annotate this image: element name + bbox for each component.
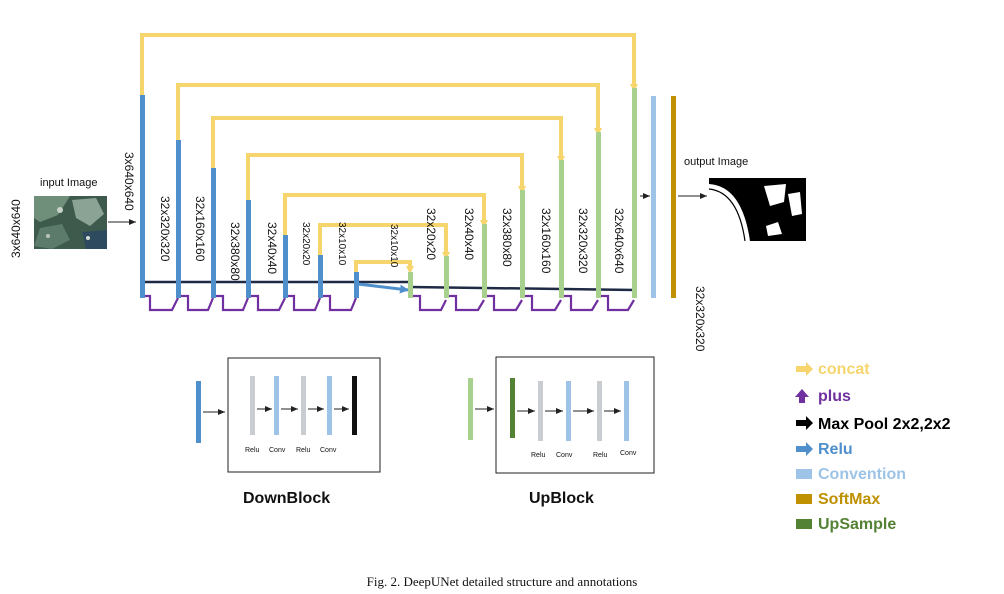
legend: concat plus Max Pool 2x2,2x2 Relu Conven… <box>795 361 951 533</box>
legend-item-plus: plus <box>795 388 851 405</box>
encoder-bar-3 <box>211 168 216 298</box>
upblock-diagram: Relu Conv Relu Conv <box>468 356 655 474</box>
svg-text:Conv: Conv <box>556 452 573 459</box>
upblock-box <box>495 356 655 474</box>
encoder-bar-7 <box>354 272 359 298</box>
concat-arrow-6 <box>318 223 450 260</box>
svg-text:SoftMax: SoftMax <box>818 491 880 508</box>
decoder-bar-2 <box>444 256 449 298</box>
downblock-title: DownBlock <box>243 490 330 507</box>
encoder-size-label-3: 32x160x160 <box>193 196 207 262</box>
svg-text:concat: concat <box>818 361 870 378</box>
concat-connections <box>140 33 638 274</box>
svg-text:Relu: Relu <box>296 447 311 454</box>
decoder-bar-1 <box>408 272 413 298</box>
plus-connections <box>143 294 635 312</box>
decoder-size-label-2: 32x20x20 <box>424 208 438 260</box>
decoder-size-label-7: 32x640x640 <box>612 208 626 274</box>
decoder-bar-6 <box>596 132 601 298</box>
concat-arrow-2 <box>176 83 602 140</box>
svg-text:Conv: Conv <box>620 450 637 457</box>
encoder-size-label-7: 32x10x10 <box>336 222 347 266</box>
softmax-bar <box>671 96 676 298</box>
encoder-bar-5 <box>283 235 288 298</box>
output-image <box>708 178 806 242</box>
downblock-box <box>227 357 381 473</box>
concat-arrow-3 <box>211 116 565 168</box>
legend-item-convention: Convention <box>796 466 906 483</box>
svg-text:UpSample: UpSample <box>818 516 896 533</box>
encoder-size-label-4: 32x380x80 <box>228 222 242 281</box>
decoder-bar-3 <box>482 224 487 298</box>
encoder-bar-2 <box>176 140 181 298</box>
figure-caption: Fig. 2. DeepUNet detailed structure and … <box>367 574 638 589</box>
decoder-size-label-3: 32x40x40 <box>462 208 476 260</box>
encoder-size-label-6: 32x20x20 <box>300 222 311 266</box>
upblock-title: UpBlock <box>529 490 594 507</box>
legend-item-maxpool: Max Pool 2x2,2x2 <box>796 416 951 433</box>
svg-text:Relu: Relu <box>531 452 546 459</box>
encoder-size-label-2: 32x320x320 <box>158 196 172 262</box>
decoder-size-label-1: 32x10x10 <box>388 224 399 268</box>
encoder-bar-1 <box>140 95 145 298</box>
decoder-size-labels: 32x10x10 32x20x20 32x40x40 32x380x80 32x160x… <box>388 208 626 274</box>
decoder-bar-7 <box>632 88 637 298</box>
svg-text:Max Pool 2x2,2x2: Max Pool 2x2,2x2 <box>818 416 951 433</box>
legend-item-concat: concat <box>796 361 870 378</box>
decoder-size-label-5: 32x160x160 <box>539 208 553 274</box>
decoder-size-label-4: 32x380x80 <box>500 208 514 267</box>
svg-text:Relu: Relu <box>818 441 853 458</box>
decoder-size-label-6: 32x320x320 <box>576 208 590 274</box>
svg-text:Relu: Relu <box>593 452 608 459</box>
encoder-bar-6 <box>318 255 323 298</box>
concat-arrow-7 <box>354 260 414 274</box>
output-image-title: output Image <box>684 156 748 168</box>
decoder-bar-4 <box>520 190 525 298</box>
svg-text:plus: plus <box>818 388 851 405</box>
concat-arrow-5 <box>283 193 488 235</box>
decoder-bars <box>408 88 637 298</box>
encoder-size-labels: 3x640x640 32x320x320 32x160x160 32x380x80 32… <box>122 152 347 281</box>
input-image <box>34 196 107 249</box>
encoder-bar-4 <box>246 200 251 298</box>
svg-text:Convention: Convention <box>818 466 906 483</box>
legend-item-relu: Relu <box>796 441 853 458</box>
encoder-size-label-1: 3x640x640 <box>122 152 136 211</box>
concat-arrow-1 <box>140 33 638 95</box>
input-size-label: 3x640x640 <box>9 199 23 258</box>
final-conv-bar <box>651 96 656 298</box>
decoder-bar-5 <box>559 160 564 298</box>
svg-text:Conv: Conv <box>320 447 337 454</box>
output-size-label: 32x320x320 <box>693 286 707 352</box>
legend-item-softmax: SoftMax <box>796 491 880 508</box>
legend-item-upsample: UpSample <box>796 516 896 533</box>
relu-flow <box>357 282 409 294</box>
svg-text:Relu: Relu <box>245 447 260 454</box>
concat-arrow-4 <box>246 153 526 200</box>
svg-text:Conv: Conv <box>269 447 286 454</box>
encoder-bars <box>140 95 359 298</box>
encoder-size-label-5: 32x40x40 <box>265 222 279 274</box>
input-image-title: input Image <box>40 177 97 189</box>
downblock-diagram: Relu Conv Relu Conv <box>196 357 381 473</box>
